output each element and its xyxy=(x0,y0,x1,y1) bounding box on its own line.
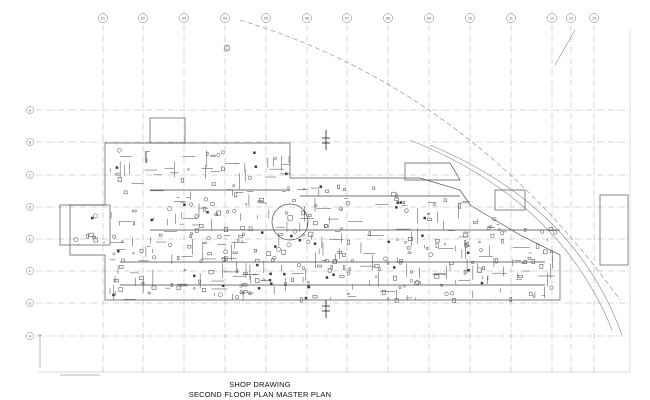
grid-bubble-icon xyxy=(506,13,516,23)
grid-bubble-icon xyxy=(26,332,34,340)
grid-column-13: 13 xyxy=(566,13,576,372)
drawing-title-line-1: SHOP DRAWING xyxy=(229,380,291,389)
grid-bubble-icon xyxy=(261,13,271,23)
grid-bubble-icon xyxy=(547,13,557,23)
grid-column-10: 10 xyxy=(465,13,475,372)
row-grid: A B C D E F G H xyxy=(26,106,630,340)
grid-bubble-icon xyxy=(26,106,34,114)
grid-row-label: C xyxy=(29,173,32,177)
grid-row-label: D xyxy=(29,205,32,209)
grid-row-label: H xyxy=(29,334,32,338)
grid-column-05: 05 xyxy=(261,13,271,372)
grid-bubble-icon xyxy=(26,138,34,146)
grid-row-label: A xyxy=(29,108,32,112)
grid-column-label: 13 xyxy=(569,17,573,21)
grid-bubble-icon xyxy=(220,13,230,23)
grid-bubble-icon xyxy=(26,299,34,307)
grid-column-label: 14 xyxy=(592,17,596,21)
grid-column-08: 08 xyxy=(383,13,393,372)
grid-bubble-icon xyxy=(465,13,475,23)
grid-row-B: B xyxy=(26,138,630,146)
scale-bar xyxy=(38,334,100,376)
grid-column-label: 08 xyxy=(386,17,390,21)
north-marker-icon xyxy=(223,44,231,52)
grid-row-label: F xyxy=(29,269,31,273)
grid-column-label: 11 xyxy=(509,17,513,21)
grid-bubble-icon xyxy=(26,171,34,179)
grid-bubble-icon xyxy=(98,13,108,23)
grid-bubble-icon xyxy=(302,13,312,23)
grid-row-F: F xyxy=(26,267,630,275)
grid-column-04: 04 xyxy=(220,13,230,372)
grid-column-11: 11 xyxy=(506,13,516,372)
grid-bubble-icon xyxy=(566,13,576,23)
grid-bubble-icon xyxy=(26,235,34,243)
grid-column-02: 02 xyxy=(138,13,148,372)
grid-row-A: A xyxy=(26,106,630,114)
grid-row-label: G xyxy=(29,301,32,305)
grid-row-G: G xyxy=(26,299,630,307)
grid-column-label: 06 xyxy=(305,17,309,21)
grid-row-D: D xyxy=(26,203,630,211)
grid-column-06: 06 xyxy=(302,13,312,372)
drawing-title-line-2: SECOND FLOOR PLAN MASTER PLAN xyxy=(188,390,332,399)
grid-bubble-icon xyxy=(138,13,148,23)
grid-bubble-icon xyxy=(383,13,393,23)
grid-row-E: E xyxy=(26,235,630,243)
grid-row-H: H xyxy=(26,332,630,340)
grid-bubble-icon xyxy=(589,13,599,23)
mep-pipework-detail xyxy=(73,147,560,303)
grid-bubble-icon xyxy=(26,203,34,211)
grid-column-03: 03 xyxy=(179,13,189,372)
grid-column-14: 14 xyxy=(589,13,599,372)
grid-column-07: 07 xyxy=(342,13,352,372)
site-boundary-arcs xyxy=(239,19,623,336)
column-grid: 01 02 03 04 05 06 07 08 09 10 11 12 13 14 xyxy=(98,13,599,372)
grid-bubble-icon xyxy=(179,13,189,23)
grid-column-label: 09 xyxy=(427,17,431,21)
grid-bubble-icon xyxy=(26,267,34,275)
grid-column-label: 03 xyxy=(182,17,186,21)
grid-column-label: 10 xyxy=(468,17,472,21)
grid-bubble-icon xyxy=(424,13,434,23)
grid-column-12: 12 xyxy=(547,13,557,372)
grid-row-label: B xyxy=(29,140,32,144)
grid-column-label: 01 xyxy=(101,17,105,21)
grid-column-label: 04 xyxy=(223,17,227,21)
grid-row-C: C xyxy=(26,171,630,179)
grid-column-label: 05 xyxy=(264,17,268,21)
grid-column-01: 01 xyxy=(98,13,108,372)
grid-column-label: 02 xyxy=(141,17,145,21)
grid-column-label: 07 xyxy=(345,17,349,21)
building-outline xyxy=(59,117,629,301)
grid-bubble-icon xyxy=(342,13,352,23)
sheet-frame xyxy=(38,30,631,373)
grid-column-label: 12 xyxy=(550,17,554,21)
grid-row-label: E xyxy=(29,237,32,241)
grid-column-09: 09 xyxy=(424,13,434,372)
section-markers xyxy=(322,130,330,318)
